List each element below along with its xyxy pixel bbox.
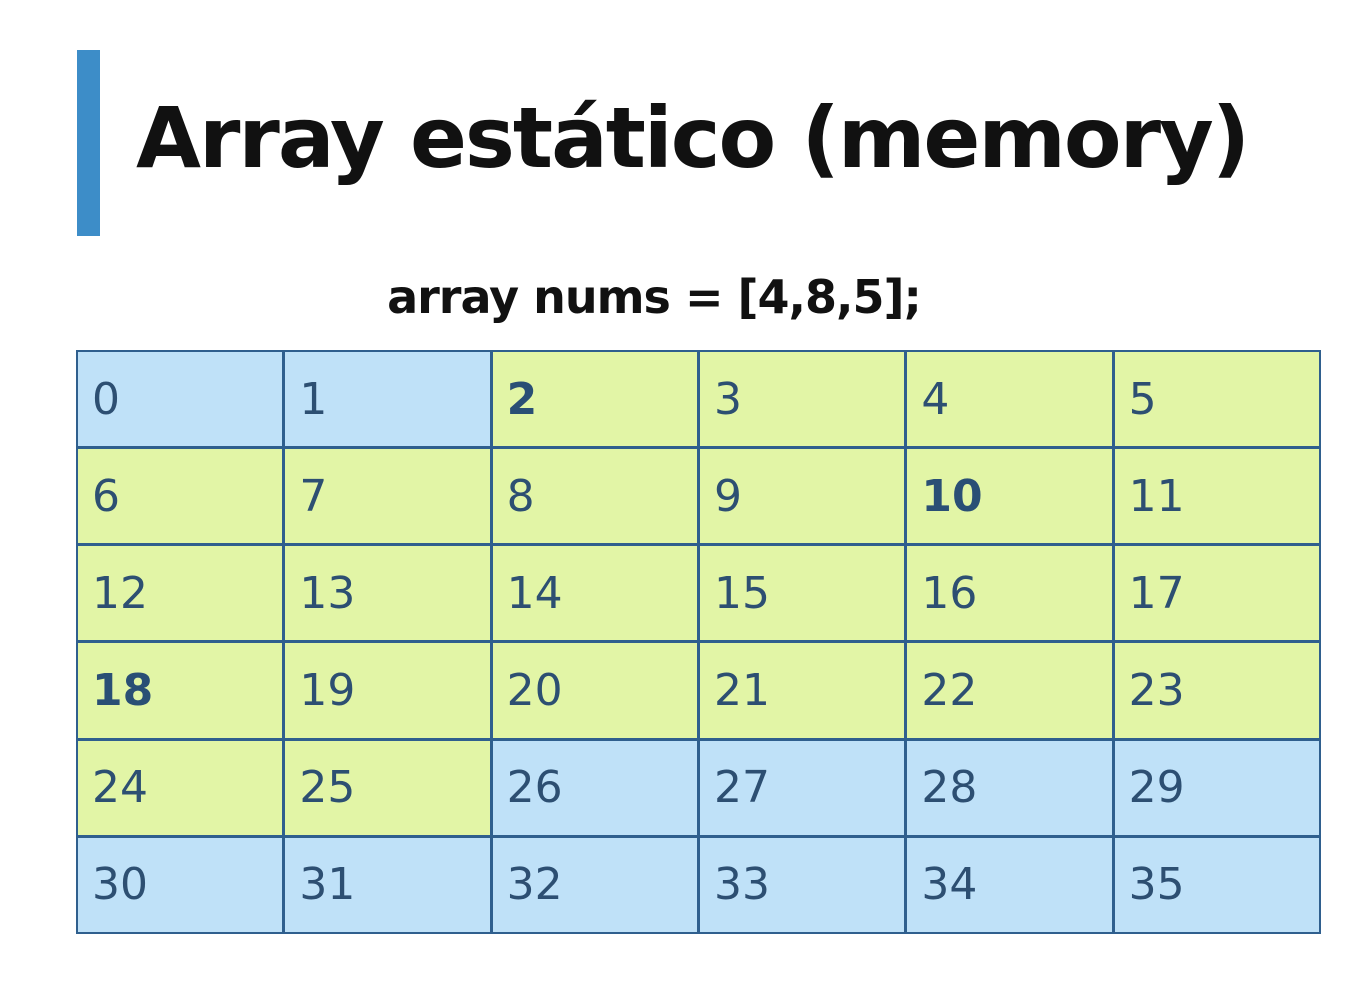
memory-cell: 10 [907, 449, 1112, 544]
memory-cell: 21 [699, 643, 905, 738]
slide-title: Array estático (memory) [136, 89, 1250, 187]
memory-cell: 7 [285, 449, 490, 544]
memory-cell: 11 [1114, 449, 1319, 544]
memory-cell: 13 [285, 546, 490, 641]
memory-cell: 33 [699, 837, 905, 932]
memory-cell: 6 [78, 449, 283, 544]
memory-cell: 2 [492, 352, 697, 447]
memory-cell: 14 [492, 546, 697, 641]
memory-cell: 4 [907, 352, 1112, 447]
memory-cell: 20 [492, 643, 697, 738]
memory-cell: 0 [78, 352, 283, 447]
memory-cell: 27 [699, 740, 905, 835]
memory-cell: 3 [699, 352, 905, 447]
accent-bar [77, 50, 100, 236]
memory-cell: 34 [907, 837, 1112, 932]
memory-cell: 17 [1114, 546, 1319, 641]
memory-cell: 24 [78, 740, 283, 835]
memory-cell: 16 [907, 546, 1112, 641]
memory-cell: 25 [285, 740, 490, 835]
memory-cell: 31 [285, 837, 490, 932]
memory-cell: 22 [907, 643, 1112, 738]
memory-cell: 19 [285, 643, 490, 738]
memory-cell: 29 [1114, 740, 1319, 835]
memory-cell: 32 [492, 837, 697, 932]
memory-cell: 1 [285, 352, 490, 447]
memory-cell: 12 [78, 546, 283, 641]
memory-cell: 26 [492, 740, 697, 835]
memory-cell: 35 [1114, 837, 1319, 932]
memory-cell: 23 [1114, 643, 1319, 738]
memory-cell: 28 [907, 740, 1112, 835]
array-declaration: array nums = [4,8,5]; [387, 270, 922, 324]
memory-cell: 15 [699, 546, 905, 641]
memory-cell: 18 [78, 643, 283, 738]
memory-cell: 8 [492, 449, 697, 544]
memory-cell: 9 [699, 449, 905, 544]
memory-cell: 5 [1114, 352, 1319, 447]
memory-cell: 30 [78, 837, 283, 932]
